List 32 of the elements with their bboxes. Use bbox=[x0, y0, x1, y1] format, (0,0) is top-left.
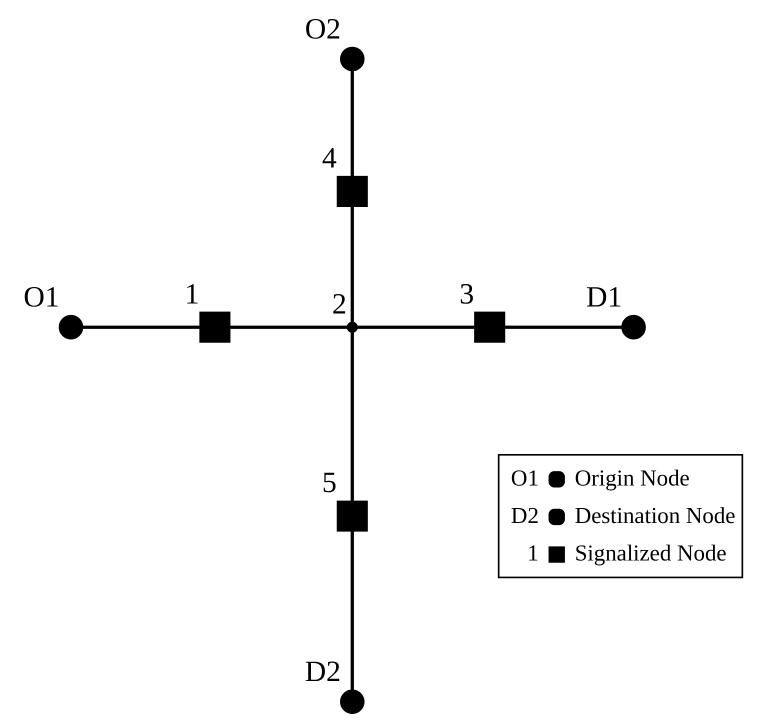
connector bbox=[82, 326, 200, 329]
node-box bbox=[474, 312, 505, 343]
connector bbox=[356, 326, 474, 329]
node-label: 2 bbox=[332, 288, 346, 320]
node-label: 3 bbox=[458, 278, 474, 310]
connector bbox=[504, 326, 622, 329]
node-label: D2 bbox=[304, 656, 340, 688]
connector bbox=[229, 326, 348, 329]
node-circle bbox=[340, 46, 364, 72]
node-label: 5 bbox=[322, 467, 336, 500]
node-box bbox=[336, 500, 368, 532]
connector bbox=[350, 70, 354, 176]
legend-label: Destination Node bbox=[574, 502, 735, 528]
connector bbox=[350, 206, 354, 322]
node-label: O1 bbox=[23, 282, 60, 314]
label: D2 bbox=[510, 502, 538, 528]
connector bbox=[350, 530, 354, 690]
node-circle bbox=[340, 689, 364, 714]
node-circle bbox=[58, 314, 83, 340]
node-circle bbox=[620, 314, 646, 340]
legend-label: Origin Node bbox=[574, 465, 690, 490]
node-label: D1 bbox=[586, 282, 622, 314]
node-label: 1 bbox=[184, 278, 199, 310]
node-box bbox=[336, 176, 368, 207]
node-box bbox=[198, 312, 230, 343]
legend-label: Signalized Node bbox=[574, 540, 726, 566]
connector bbox=[350, 332, 354, 501]
label: 1 bbox=[526, 540, 538, 566]
node-label: O2 bbox=[304, 13, 340, 46]
label: O1 bbox=[510, 465, 538, 490]
node-circle bbox=[346, 322, 358, 333]
node-label: 4 bbox=[322, 142, 336, 175]
